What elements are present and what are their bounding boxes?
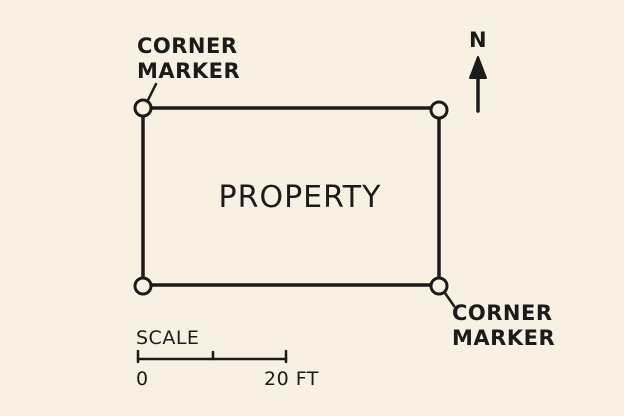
- corner-marker-bottom-right: [429, 276, 449, 296]
- scale-title: SCALE: [136, 327, 199, 349]
- corner-marker-top-right: [429, 100, 449, 120]
- callout-leader-top: [146, 82, 158, 102]
- corner-marker-label-top-line1: CORNER: [137, 34, 238, 58]
- north-label: N: [469, 28, 487, 52]
- north-arrow-icon: [469, 56, 487, 113]
- corner-marker-label-bottom-line2: MARKER: [452, 326, 555, 350]
- property-boundary: [141, 106, 441, 287]
- corner-marker-bottom-left: [133, 276, 153, 296]
- corner-marker-label-bottom-line1: CORNER: [452, 301, 553, 325]
- scale-bar: [136, 349, 288, 364]
- scale-start-label: 0: [136, 368, 149, 390]
- property-label: PROPERTY: [219, 180, 382, 215]
- scale-end-label: 20 FT: [264, 368, 319, 390]
- callout-leader-bottom: [443, 291, 456, 308]
- corner-marker-top-left: [133, 98, 153, 118]
- corner-marker-label-top-line2: MARKER: [137, 59, 240, 83]
